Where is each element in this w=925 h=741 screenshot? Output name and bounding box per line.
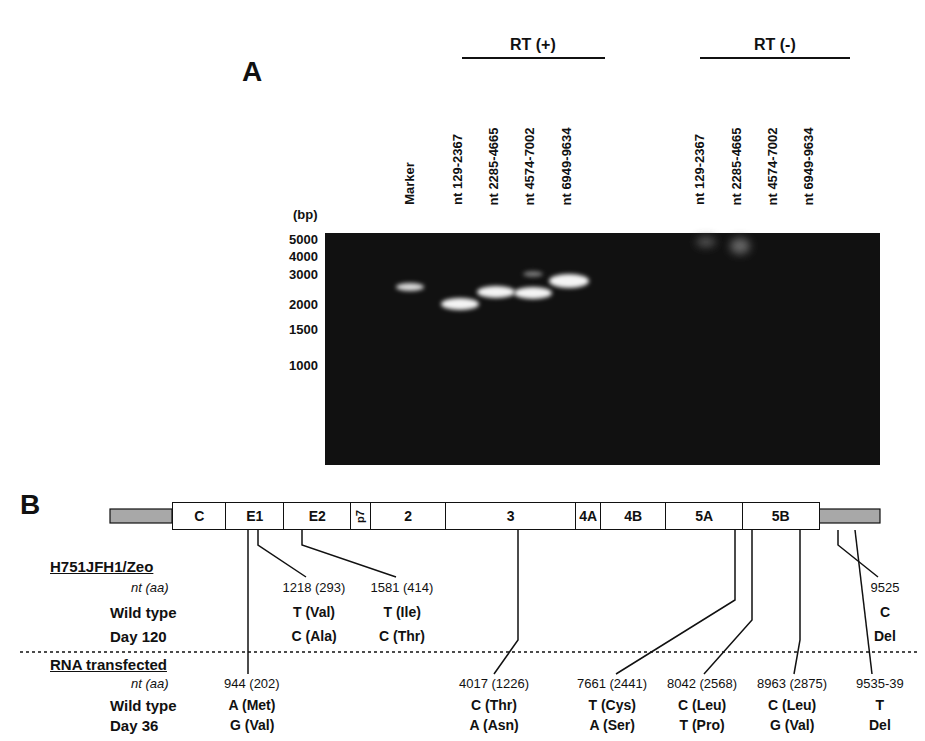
position-label: 8042 (2568) bbox=[667, 677, 737, 692]
gene-label: E1 bbox=[246, 509, 263, 523]
nucleotide-value: A (Asn) bbox=[470, 717, 519, 733]
gene-region-box: 4A bbox=[575, 502, 602, 530]
gene-label: 3 bbox=[507, 509, 515, 523]
nucleotide-value: G (Val) bbox=[770, 717, 814, 733]
gel-image bbox=[325, 233, 880, 465]
lane-label: nt 2285-4665 bbox=[487, 127, 502, 205]
gene-region-box: 5A bbox=[665, 502, 744, 530]
group-header: RT (+) bbox=[510, 36, 556, 54]
lane-label: nt 129-2367 bbox=[692, 134, 707, 205]
sample-heading: H751JFH1/Zeo bbox=[50, 558, 153, 575]
size-marker: 3000 bbox=[289, 268, 318, 283]
gel-band bbox=[523, 271, 543, 277]
utr-bar bbox=[818, 509, 880, 523]
position-label: 1218 (293) bbox=[283, 581, 346, 596]
gene-region-box: 4B bbox=[600, 502, 667, 530]
position-label: 1581 (414) bbox=[371, 581, 434, 596]
row-heading: nt (aa) bbox=[131, 581, 169, 596]
lane-label: nt 129-2367 bbox=[450, 134, 465, 205]
gene-label: 5B bbox=[772, 509, 790, 523]
lane-label: nt 2285-4665 bbox=[730, 127, 745, 205]
nucleotide-value: C (Thr) bbox=[379, 628, 425, 644]
nucleotide-value: C bbox=[880, 604, 890, 620]
gene-region-box: E1 bbox=[225, 502, 285, 530]
gel-smear bbox=[730, 238, 750, 254]
leader-line bbox=[302, 530, 396, 577]
nucleotide-value: T (Val) bbox=[293, 604, 335, 620]
gel-band bbox=[514, 287, 552, 299]
nucleotide-value: Del bbox=[869, 717, 891, 733]
nucleotide-value: T bbox=[876, 697, 885, 713]
gene-label: C bbox=[194, 509, 204, 523]
leader-line bbox=[855, 530, 872, 674]
leader-line bbox=[258, 530, 306, 577]
size-marker: (bp) bbox=[293, 208, 318, 223]
gene-region-box: 5B bbox=[742, 502, 820, 530]
gene-region-box: p7 bbox=[350, 502, 372, 530]
gel-band bbox=[549, 274, 589, 288]
nucleotide-value: C (Ala) bbox=[292, 628, 337, 644]
size-marker: 1000 bbox=[289, 359, 318, 374]
position-label: 8963 (2875) bbox=[757, 677, 827, 692]
group-bracket bbox=[462, 57, 605, 59]
gene-region-box: 3 bbox=[445, 502, 577, 530]
position-label: 7661 (2441) bbox=[577, 677, 647, 692]
row-heading: Day 120 bbox=[110, 628, 167, 645]
lane-label: nt 6949-9634 bbox=[802, 127, 817, 205]
nucleotide-value: T (Cys) bbox=[589, 697, 636, 713]
row-heading: nt (aa) bbox=[131, 677, 169, 692]
size-marker: 5000 bbox=[289, 233, 318, 248]
lane-label: nt 4574-7002 bbox=[523, 127, 538, 205]
gel-band bbox=[441, 298, 479, 310]
gene-label: E2 bbox=[309, 509, 326, 523]
utr-bar bbox=[110, 509, 172, 523]
gene-label: p7 bbox=[355, 510, 366, 523]
nucleotide-value: A (Ser) bbox=[590, 717, 635, 733]
lane-label: nt 4574-7002 bbox=[766, 127, 781, 205]
row-heading: Day 36 bbox=[110, 717, 158, 734]
nucleotide-value: T (Ile) bbox=[384, 604, 421, 620]
row-heading: Wild type bbox=[110, 604, 177, 621]
group-bracket bbox=[700, 57, 850, 59]
size-marker: 1500 bbox=[289, 323, 318, 338]
divider-line bbox=[20, 651, 920, 653]
size-marker: 2000 bbox=[289, 298, 318, 313]
gel-band bbox=[477, 286, 515, 298]
gene-label: 5A bbox=[695, 509, 713, 523]
gel-smear bbox=[696, 237, 716, 247]
nucleotide-value: T (Pro) bbox=[680, 717, 725, 733]
position-label: 9525 bbox=[871, 581, 900, 596]
position-label: 944 (202) bbox=[224, 677, 280, 692]
lane-label: nt 6949-9634 bbox=[560, 127, 575, 205]
nucleotide-value: Del bbox=[874, 628, 896, 644]
gene-label: 4B bbox=[624, 509, 642, 523]
nucleotide-value: C (Leu) bbox=[678, 697, 726, 713]
gene-label: 4A bbox=[579, 509, 597, 523]
size-marker: 4000 bbox=[289, 250, 318, 265]
group-header: RT (-) bbox=[754, 36, 796, 54]
row-heading: Wild type bbox=[110, 697, 177, 714]
nucleotide-value: G (Val) bbox=[230, 717, 274, 733]
gene-region-box: C bbox=[172, 502, 227, 530]
gene-label: 2 bbox=[404, 509, 412, 523]
nucleotide-value: C (Leu) bbox=[768, 697, 816, 713]
position-label: 9535-39 bbox=[856, 677, 904, 692]
marker-band bbox=[396, 283, 424, 291]
nucleotide-value: A (Met) bbox=[229, 697, 276, 713]
position-label: 4017 (1226) bbox=[459, 677, 529, 692]
gene-region-box: 2 bbox=[370, 502, 447, 530]
sample-heading: RNA transfected bbox=[50, 656, 167, 673]
panel-letter: A bbox=[242, 56, 262, 88]
nucleotide-value: C (Thr) bbox=[471, 697, 517, 713]
panel-letter: B bbox=[20, 489, 40, 521]
lane-label: Marker bbox=[402, 162, 417, 205]
gene-region-box: E2 bbox=[283, 502, 352, 530]
